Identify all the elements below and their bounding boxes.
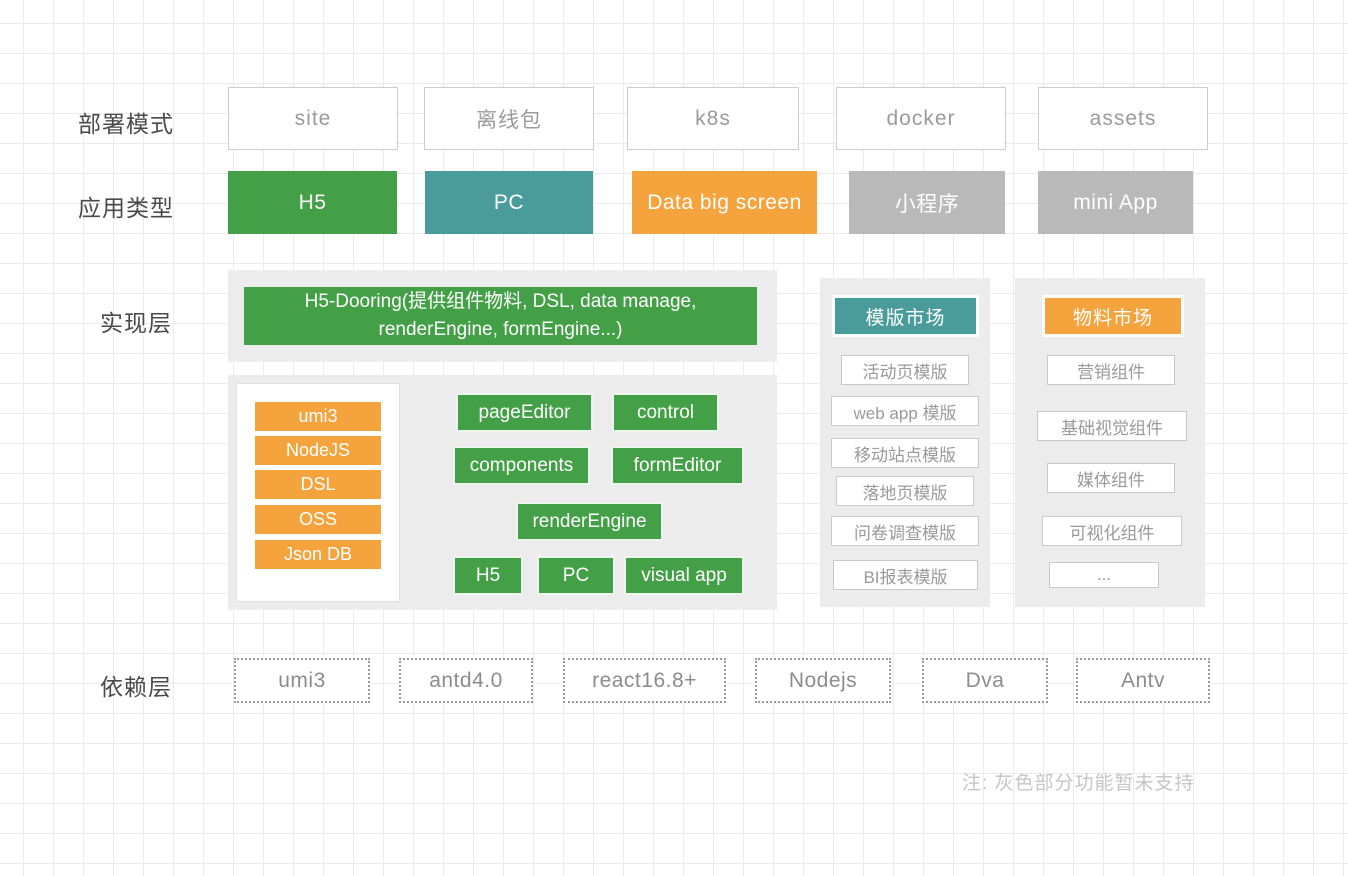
row-label-app-type: 应用类型 — [78, 195, 174, 221]
deploy-mode-assets: assets — [1038, 87, 1208, 150]
template-market-title: 模版市场 — [832, 295, 979, 337]
module-pc: PC — [537, 556, 615, 595]
impl-main-box: H5-Dooring(提供组件物料, DSL, data manage, ren… — [244, 287, 757, 345]
template-item-landing: 落地页模版 — [836, 476, 974, 506]
deploy-mode-docker: docker — [836, 87, 1006, 150]
deploy-mode-offline: 离线包 — [424, 87, 594, 150]
deploy-mode-k8s: k8s — [627, 87, 799, 150]
module-visual-app: visual app — [624, 556, 744, 595]
template-item-survey: 问卷调查模版 — [831, 516, 979, 546]
dep-react: react16.8+ — [563, 658, 726, 703]
stack-nodejs: NodeJS — [255, 436, 381, 465]
stack-umi3: umi3 — [255, 402, 381, 431]
deploy-mode-site: site — [228, 87, 398, 150]
template-item-webapp: web app 模版 — [831, 396, 979, 426]
material-item-basic-visual: 基础视觉组件 — [1037, 411, 1187, 441]
app-type-h5: H5 — [228, 171, 397, 234]
row-label-deploy-mode: 部署模式 — [78, 111, 174, 137]
footer-note: 注: 灰色部分功能暂未支持 — [962, 773, 1195, 794]
module-h5: H5 — [453, 556, 523, 595]
module-render-engine: renderEngine — [516, 502, 663, 541]
module-components: components — [453, 446, 590, 485]
dep-umi3: umi3 — [234, 658, 370, 703]
template-item-mobilesite: 移动站点模版 — [831, 438, 979, 468]
row-label-dep-layer: 依赖层 — [100, 674, 172, 700]
dep-antv: Antv — [1076, 658, 1210, 703]
dep-antd: antd4.0 — [399, 658, 533, 703]
app-type-bigscreen: Data big screen — [632, 171, 817, 234]
dep-dva: Dva — [922, 658, 1048, 703]
material-item-media: 媒体组件 — [1047, 463, 1175, 493]
impl-main-panel: H5-Dooring(提供组件物料, DSL, data manage, ren… — [228, 270, 777, 362]
module-page-editor: pageEditor — [456, 393, 593, 432]
module-control: control — [612, 393, 719, 432]
stack-jsondb: Json DB — [255, 540, 381, 569]
material-item-visualization: 可视化组件 — [1042, 516, 1182, 546]
material-market-title: 物料市场 — [1042, 295, 1184, 337]
app-type-miniprogram: 小程序 — [849, 171, 1005, 234]
row-label-impl-layer: 实现层 — [100, 310, 172, 336]
app-type-miniapp: mini App — [1038, 171, 1193, 234]
stack-dsl: DSL — [255, 470, 381, 499]
template-item-activity: 活动页模版 — [841, 355, 969, 385]
material-item-marketing: 营销组件 — [1047, 355, 1175, 385]
template-item-bi-report: BI报表模版 — [833, 560, 978, 590]
material-item-ellipsis: ... — [1049, 562, 1159, 588]
module-form-editor: formEditor — [611, 446, 744, 485]
stack-oss: OSS — [255, 505, 381, 534]
app-type-pc: PC — [425, 171, 593, 234]
dep-nodejs: Nodejs — [755, 658, 891, 703]
